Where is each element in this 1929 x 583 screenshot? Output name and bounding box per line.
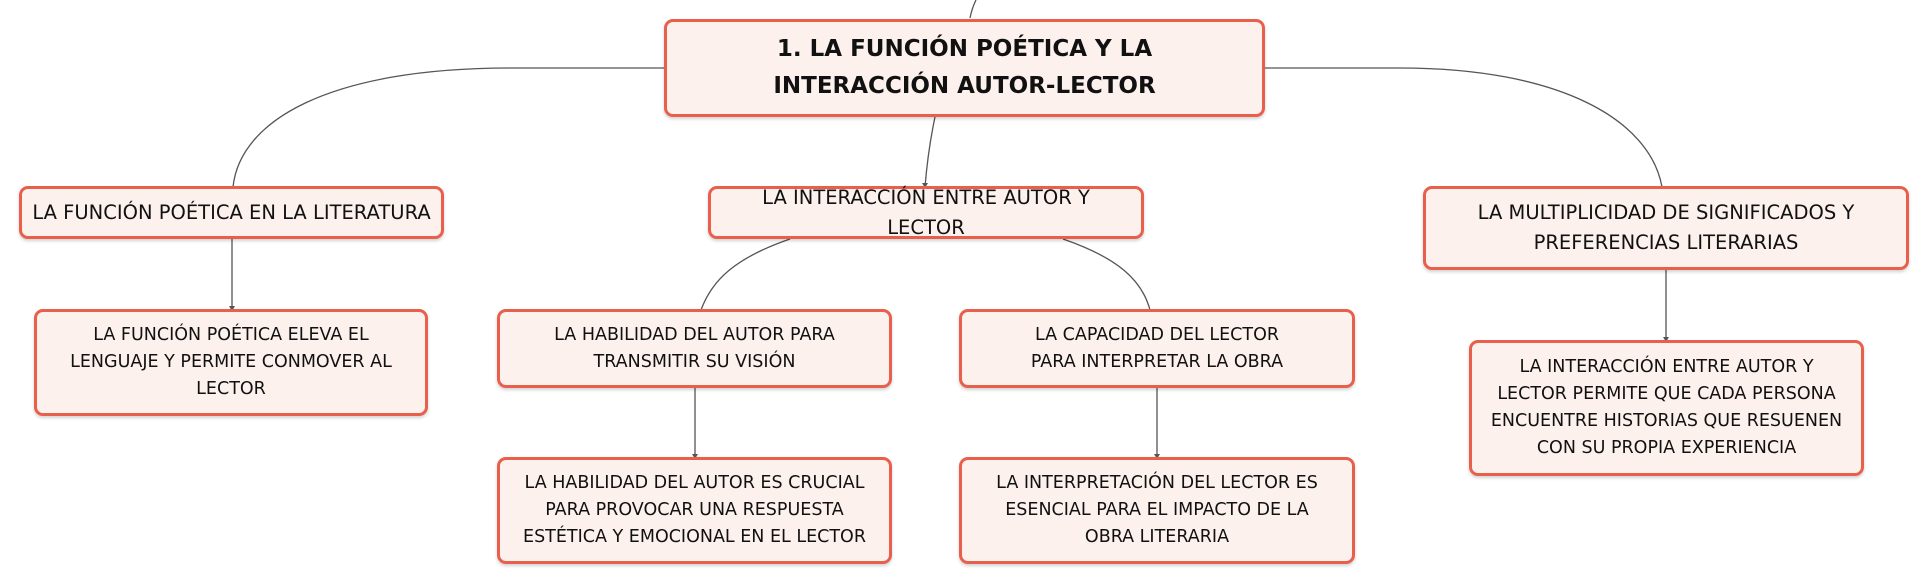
root-topic-node[interactable]: 1. LA FUNCIÓN POÉTICA Y LA INTERACCIÓN A… bbox=[664, 19, 1265, 117]
connector-root-multiplicity bbox=[1264, 67, 1663, 188]
branch-label-multiplicity: LA MULTIPLICIDAD DE SIGNIFICADOS Y PREFE… bbox=[1477, 201, 1855, 254]
connector-arrow-skill-child bbox=[692, 454, 698, 459]
branch-label-author-reader-interaction: LA INTERACCIÓN ENTRE AUTOR Y LECTOR bbox=[762, 185, 1090, 239]
connector-arrow-multiplicity-child bbox=[1663, 337, 1669, 342]
branch-node-poetic-function[interactable]: LA FUNCIÓN POÉTICA EN LA LITERATURA bbox=[19, 186, 444, 239]
subtopic-node-author-skill[interactable]: LA HABILIDAD DEL AUTOR PARA TRANSMITIR S… bbox=[497, 309, 892, 388]
subtopic-label-poetic-function-elevates: LA FUNCIÓN POÉTICA ELEVA EL LENGUAJE Y P… bbox=[70, 325, 392, 399]
branch-node-author-reader-interaction[interactable]: LA INTERACCIÓN ENTRE AUTOR Y LECTOR bbox=[708, 186, 1144, 239]
root-topic-label: 1. LA FUNCIÓN POÉTICA Y LA INTERACCIÓN A… bbox=[773, 36, 1156, 99]
subtopic-node-each-person-stories[interactable]: LA INTERACCIÓN ENTRE AUTOR Y LECTOR PERM… bbox=[1469, 340, 1864, 476]
subtopic-node-author-skill-crucial[interactable]: LA HABILIDAD DEL AUTOR ES CRUCIAL PARA P… bbox=[497, 457, 892, 564]
connector-author-reader-skill bbox=[700, 238, 791, 311]
connector-arrow-capacity-child bbox=[1154, 454, 1160, 459]
subtopic-label-reader-capacity: LA CAPACIDAD DEL LECTOR PARA INTERPRETAR… bbox=[1030, 324, 1284, 372]
connector-arrow-poetic-function-child bbox=[229, 306, 235, 311]
subtopic-label-author-skill-crucial: LA HABILIDAD DEL AUTOR ES CRUCIAL PARA P… bbox=[523, 473, 866, 547]
subtopic-node-reader-capacity[interactable]: LA CAPACIDAD DEL LECTOR PARA INTERPRETAR… bbox=[959, 309, 1355, 388]
branch-label-poetic-function: LA FUNCIÓN POÉTICA EN LA LITERATURA bbox=[32, 200, 431, 224]
connector-root-author-reader bbox=[924, 116, 936, 188]
subtopic-label-each-person-stories: LA INTERACCIÓN ENTRE AUTOR Y LECTOR PERM… bbox=[1490, 357, 1843, 458]
connector-arrow-author-reader bbox=[922, 183, 928, 188]
connector-root-parent bbox=[969, 0, 977, 19]
subtopic-label-author-skill: LA HABILIDAD DEL AUTOR PARA TRANSMITIR S… bbox=[554, 324, 835, 372]
connector-root-poetic-function bbox=[232, 67, 665, 188]
branch-node-multiplicity[interactable]: LA MULTIPLICIDAD DE SIGNIFICADOS Y PREFE… bbox=[1423, 186, 1909, 270]
subtopic-label-reader-interpretation: LA INTERPRETACIÓN DEL LECTOR ES ESENCIAL… bbox=[996, 473, 1318, 547]
subtopic-node-poetic-function-elevates[interactable]: LA FUNCIÓN POÉTICA ELEVA EL LENGUAJE Y P… bbox=[34, 309, 428, 416]
subtopic-node-reader-interpretation[interactable]: LA INTERPRETACIÓN DEL LECTOR ES ESENCIAL… bbox=[959, 457, 1355, 564]
connector-author-reader-capacity bbox=[1062, 238, 1151, 311]
